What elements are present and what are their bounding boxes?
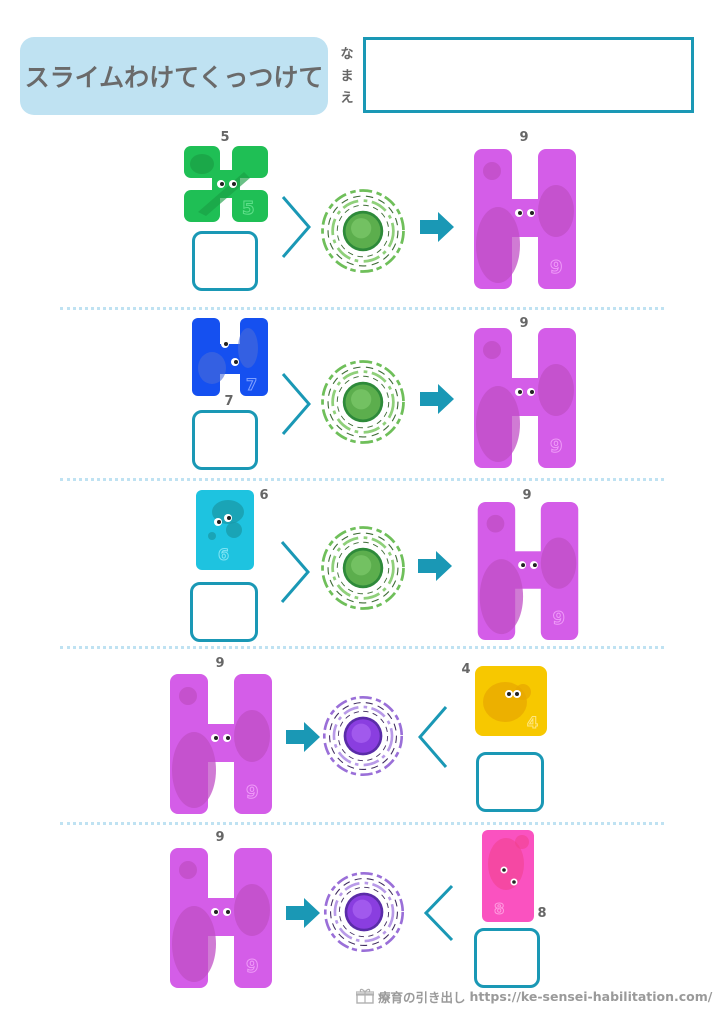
svg-text:9: 9 [550, 257, 563, 278]
divider [60, 307, 664, 310]
purple-portal [323, 871, 405, 953]
slime-green-5: 5 [184, 146, 268, 222]
slime-purple-9: 9 [170, 848, 272, 988]
name-label-text: なまえ [340, 47, 354, 106]
arrow-right-icon [420, 212, 454, 242]
part-number: 6 [259, 488, 269, 503]
whole-number: 9 [215, 656, 225, 671]
svg-text:8: 8 [494, 900, 504, 918]
svg-text:9: 9 [246, 956, 259, 977]
slime-purple-9: 9 [170, 674, 272, 814]
whole-number: 9 [215, 830, 225, 845]
slime-purple-9: 9 [477, 502, 579, 640]
svg-text:5: 5 [242, 198, 255, 219]
answer-box[interactable] [192, 231, 258, 291]
svg-text:9: 9 [246, 782, 259, 803]
arrow-right-icon [420, 384, 454, 414]
chevron-right-icon [281, 373, 311, 435]
slime-yellow-4: 4 [475, 666, 547, 736]
svg-text:9: 9 [553, 609, 565, 629]
worksheet-title: スライムわけてくっつけて [24, 63, 324, 92]
green-portal [321, 526, 405, 610]
whole-number: 9 [522, 488, 532, 503]
slime-pink-8: 8 [482, 830, 534, 922]
divider [60, 822, 664, 825]
part-number: 4 [461, 662, 471, 677]
whole-number: 9 [519, 130, 529, 145]
worksheet-title-box: スライムわけてくっつけて [20, 37, 328, 115]
divider [60, 478, 664, 481]
answer-box[interactable] [474, 928, 540, 988]
chevron-right-icon [280, 541, 310, 603]
svg-text:9: 9 [550, 436, 563, 457]
slime-purple-9: 9 [474, 328, 576, 468]
footer-brand: 療育の引き出し [378, 989, 466, 1005]
svg-text:4: 4 [527, 713, 538, 732]
chevron-right-icon [281, 196, 311, 258]
svg-text:7: 7 [246, 375, 257, 394]
arrow-right-icon [418, 551, 452, 581]
arrow-right-icon [286, 722, 320, 752]
chevron-left-icon [418, 706, 448, 768]
slime-purple-9: 9 [474, 149, 576, 289]
whole-number: 9 [519, 316, 529, 331]
answer-box[interactable] [190, 582, 258, 642]
gift-icon [356, 988, 374, 1004]
part-number: 5 [220, 130, 230, 145]
part-number: 7 [224, 394, 234, 409]
footer-url[interactable]: https://ke-sensei-habilitation.com/ [469, 988, 713, 1004]
answer-box[interactable] [192, 410, 258, 470]
name-label: なまえ [340, 44, 358, 110]
answer-box[interactable] [476, 752, 544, 812]
green-portal [321, 189, 405, 273]
purple-portal [322, 695, 404, 777]
slime-blue-7: 7 [192, 318, 268, 396]
name-field[interactable] [363, 37, 694, 113]
part-number: 8 [537, 906, 547, 921]
divider [60, 646, 664, 649]
green-portal [321, 360, 405, 444]
footer: 療育の引き出し https://ke-sensei-habilitation.c… [356, 987, 712, 1005]
chevron-left-icon [424, 884, 454, 942]
arrow-right-icon [286, 898, 320, 928]
slime-cyan-6: 6 [196, 490, 254, 570]
svg-text:6: 6 [218, 545, 229, 564]
